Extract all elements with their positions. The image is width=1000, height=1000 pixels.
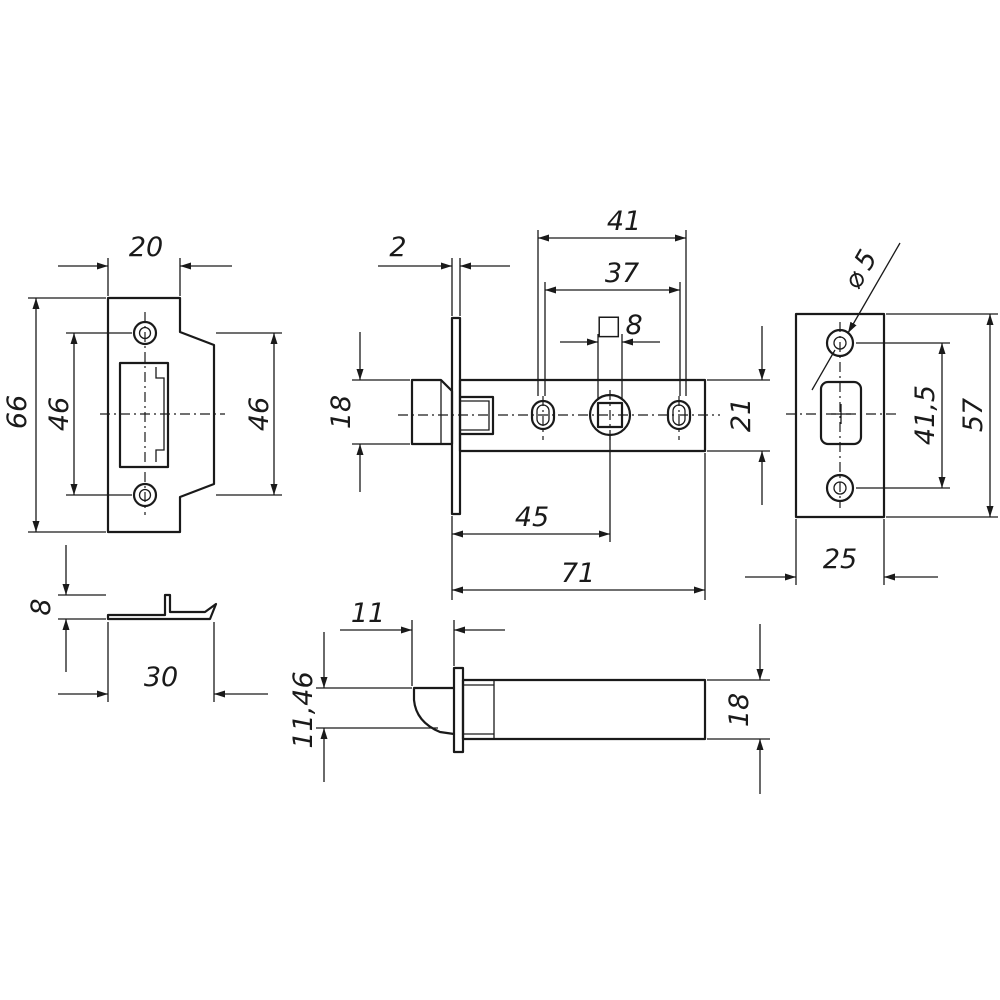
dim-strike-height: 66 [2, 395, 33, 429]
dim-strike-width: 20 [129, 232, 163, 263]
dim-strike-depth: 30 [144, 662, 178, 693]
dim-hole-diameter: ⌀5 [837, 245, 884, 295]
dim-body-length: 71 [561, 558, 595, 589]
dim-faceplate-thickness: 2 [389, 232, 406, 263]
dim-spindle-square: □8 [596, 310, 643, 341]
latch-top-view: 2 41 37 □8 18 21 45 [326, 206, 770, 600]
latch-faceplate-front-view: ⌀5 41,5 57 25 [745, 242, 998, 585]
dim-hole-span-inner: 37 [605, 258, 639, 289]
dim-strike-hole-spacing-left: 46 [44, 397, 75, 431]
dim-strike-tab-height: 8 [26, 598, 57, 615]
dim-latch-side-height: 11,46 [288, 671, 319, 748]
dim-body-height: 21 [726, 398, 757, 432]
dim-bolt-height: 18 [326, 395, 357, 429]
dim-backset: 45 [515, 502, 549, 533]
dim-faceplate-height: 57 [958, 398, 989, 432]
strike-plate-front-view: 20 66 46 46 [2, 232, 282, 534]
dim-latch-body-height: 18 [724, 693, 755, 727]
dim-faceplate-width: 25 [823, 544, 857, 575]
dim-hole-span-outer: 41 [607, 206, 641, 237]
dim-strike-hole-spacing-right: 46 [244, 397, 275, 431]
dim-faceplate-hole-spacing: 41,5 [910, 385, 941, 445]
dim-latch-projection: 11 [351, 598, 385, 629]
latch-side-view: 11 11,46 18 [288, 598, 770, 794]
strike-plate-side-view: 8 30 [26, 545, 268, 702]
